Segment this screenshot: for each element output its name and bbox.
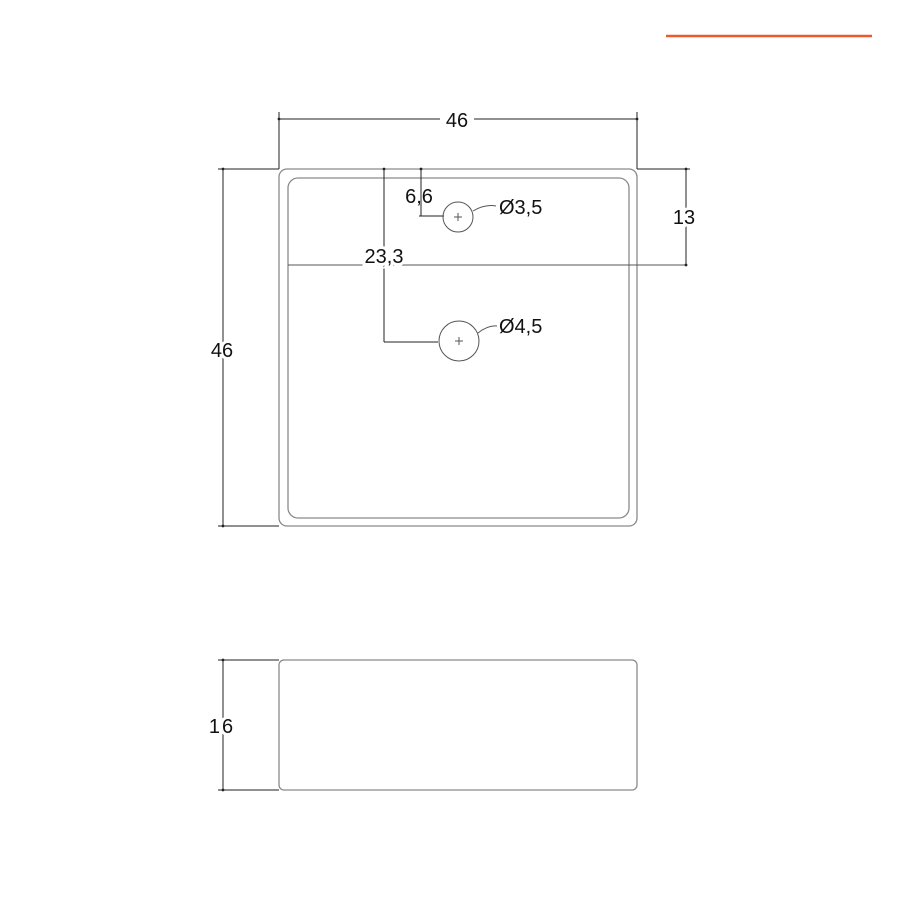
height-dimension-label: 16	[209, 716, 235, 738]
drain-diameter-label: Ø4,5	[499, 316, 542, 338]
top-view: 46 46 13 6,6 Ø3,5 23,3 Ø4,5	[208, 110, 698, 528]
ledge-dimension-label: 13	[673, 207, 695, 229]
drain-offset-label: 23,3	[365, 246, 404, 268]
tap-hole-offset-label: 6,6	[405, 186, 433, 208]
depth-dimension-label: 46	[211, 340, 233, 362]
tap-hole-diameter-label: Ø3,5	[499, 197, 542, 219]
basin-side-outline	[278, 659, 638, 791]
basin-outer-outline	[278, 168, 638, 527]
tap-hole	[442, 201, 474, 233]
drain-hole	[438, 320, 480, 362]
side-view: 16	[206, 658, 638, 792]
basin-inner-outline	[287, 177, 630, 519]
width-dimension-label: 46	[446, 110, 468, 132]
